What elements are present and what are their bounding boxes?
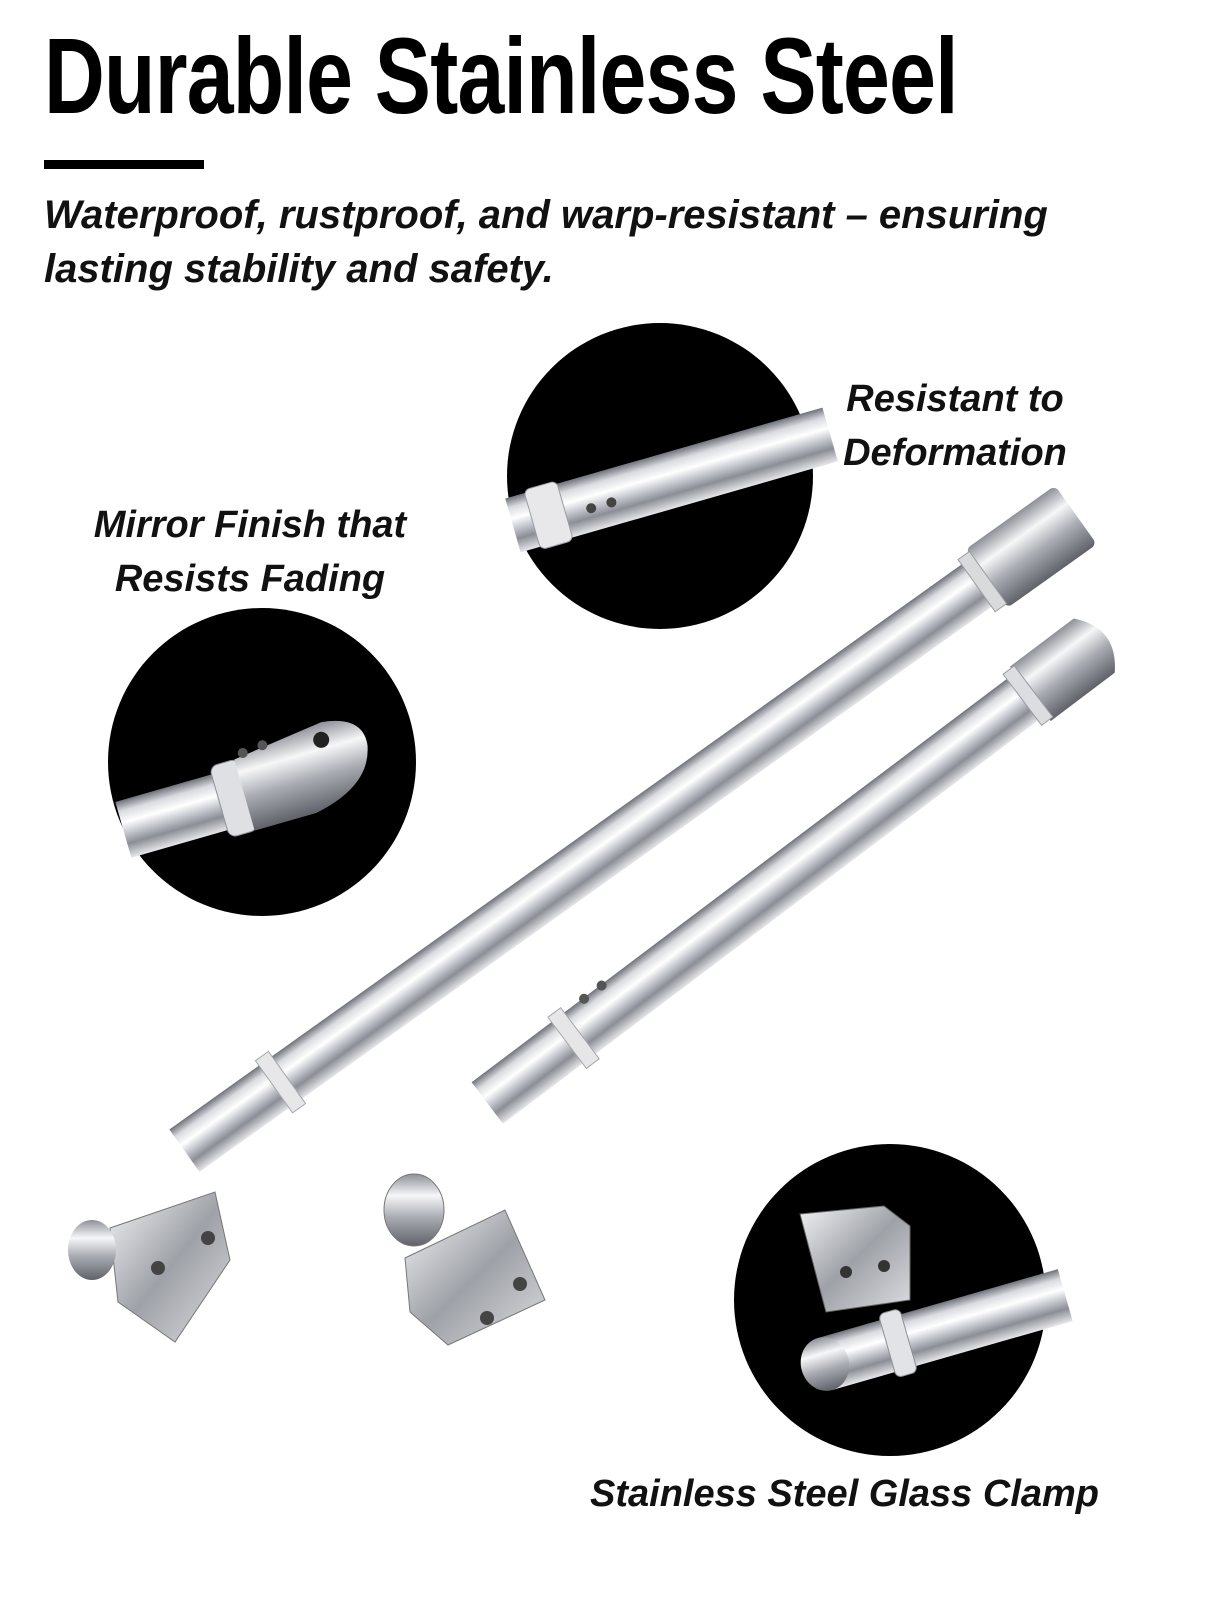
headline: Durable Stainless Steel: [44, 15, 959, 136]
callout-clamp: Stainless Steel Glass Clamp: [590, 1473, 1100, 1515]
callout-deformation: Resistant to Deformation: [820, 372, 1090, 480]
clamp-left: [68, 1191, 231, 1343]
short-support-rod: [383, 618, 1115, 1346]
detail-circle-mirror: [108, 608, 416, 916]
headline-underline: [44, 160, 204, 169]
subtitle: Waterproof, rustproof, and warp-resistan…: [44, 193, 1048, 291]
detail-circle-clamp: [734, 1144, 1073, 1456]
callout-deformation-line-2: Deformation: [843, 432, 1067, 474]
callout-deformation-line-1: Resistant to: [846, 378, 1064, 420]
long-support-rod: [68, 487, 1095, 1343]
detail-circle-deformation: [505, 323, 838, 629]
callout-mirror-line-2: Resists Fading: [114, 558, 386, 600]
clamp-center: [383, 1173, 546, 1346]
callout-mirror: Mirror Finish that Resists Fading: [60, 498, 440, 606]
callout-mirror-line-1: Mirror Finish that: [93, 504, 407, 546]
